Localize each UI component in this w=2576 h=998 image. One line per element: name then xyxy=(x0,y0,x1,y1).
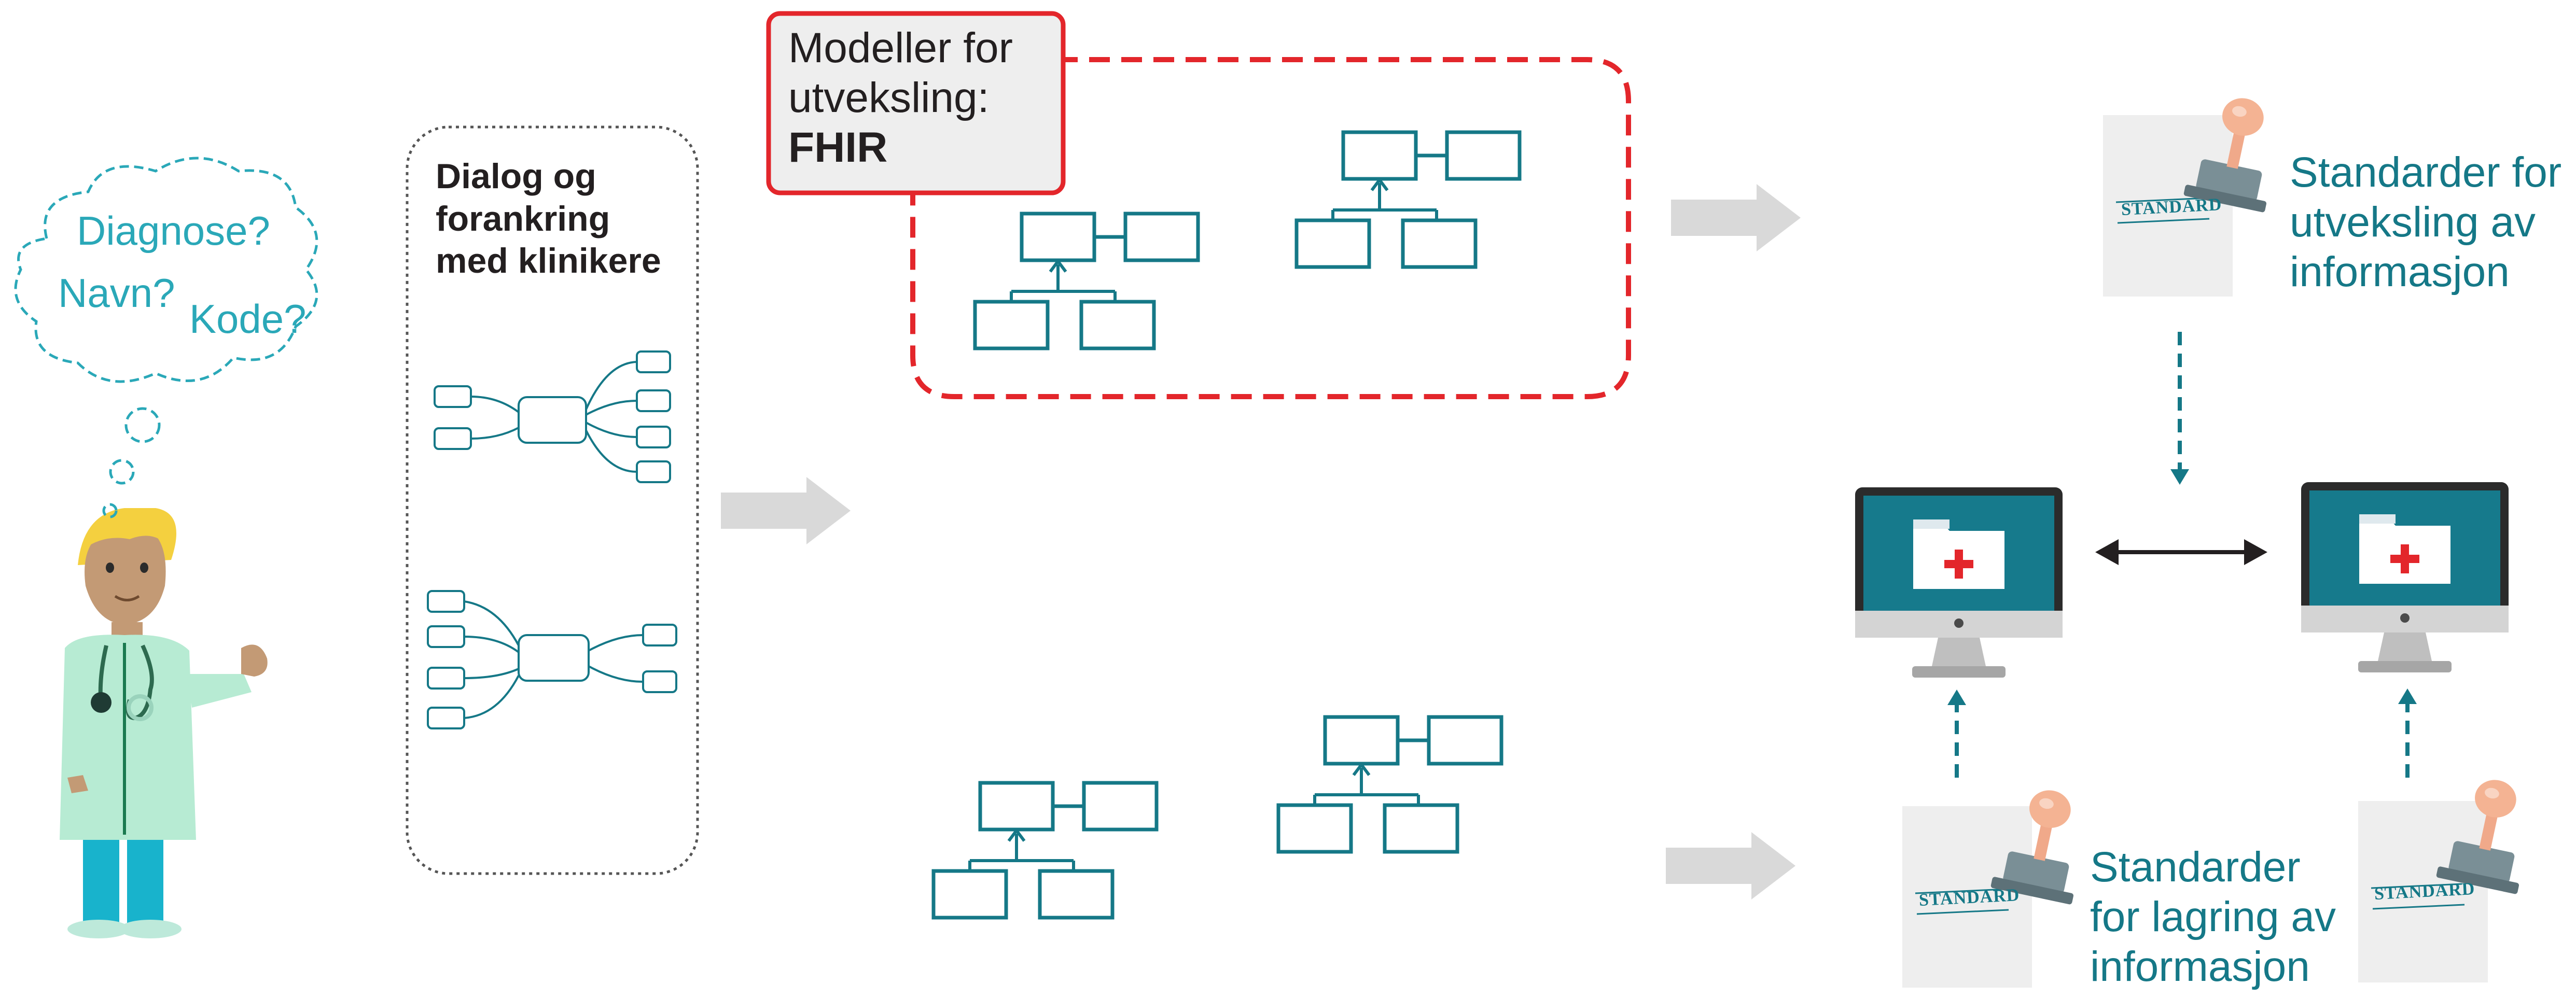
fhir-label-box xyxy=(766,11,1066,195)
storage-standards-line-1: Standarder xyxy=(2090,844,2301,891)
storage-model-2 xyxy=(1278,717,1501,852)
flow-arrows xyxy=(721,184,1801,899)
standard-arrows xyxy=(1955,332,2410,778)
thought-cloud xyxy=(14,157,318,518)
mind-map-2 xyxy=(427,590,677,729)
standard-arrowheads xyxy=(1947,469,2417,705)
computer-left xyxy=(1855,487,2063,678)
computer-right xyxy=(2301,482,2509,672)
dialog-line-2: forankring xyxy=(436,199,610,238)
fhir-label-line-2: utveksling: xyxy=(788,74,990,121)
dialog-line-3: med klinikere xyxy=(436,241,661,281)
dialog-line-1: Dialog og xyxy=(436,157,596,196)
thought-word-diagnose: Diagnose? xyxy=(77,208,270,254)
storage-standards-line-3: informasjon xyxy=(2090,943,2310,990)
fhir-label-bold: FHIR xyxy=(788,123,888,171)
fhir-region-border xyxy=(910,57,1631,399)
exchange-standards-line-2: utveksling av xyxy=(2290,198,2536,246)
dialog-box-label: Dialog og forankring med klinikere xyxy=(436,156,661,283)
dialog-box-border xyxy=(406,125,699,875)
exchange-standards-label: Standarder for utveksling av informasjon xyxy=(2290,148,2561,297)
mind-map-1 xyxy=(434,350,671,483)
exchange-standards-line-1: Standarder for xyxy=(2290,149,2562,196)
fhir-model-2 xyxy=(1297,132,1520,267)
storage-standards-label: Standarder for lagring av informasjon xyxy=(2090,842,2336,992)
doctor-illustration xyxy=(60,508,268,938)
fhir-label: Modeller for utveksling: FHIR xyxy=(788,23,1013,173)
thought-word-navn: Navn? xyxy=(58,270,175,316)
storage-model-1 xyxy=(934,783,1157,918)
fhir-model-1 xyxy=(975,214,1198,348)
thought-word-kode: Kode? xyxy=(189,296,307,342)
exchange-standards-line-3: informasjon xyxy=(2290,248,2510,296)
exchange-arrow xyxy=(2095,539,2267,565)
fhir-label-line-1: Modeller for xyxy=(788,24,1013,72)
storage-standards-line-2: for lagring av xyxy=(2090,893,2336,940)
